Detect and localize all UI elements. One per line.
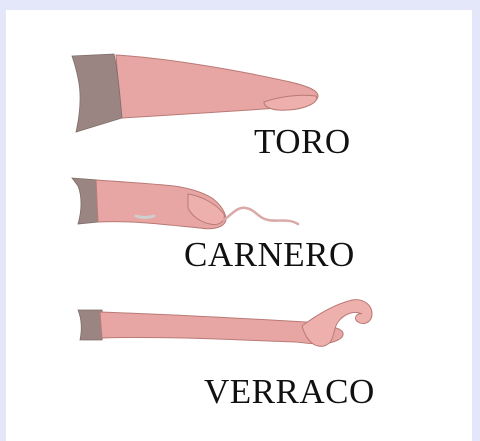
bull-base-tissue	[72, 54, 122, 132]
boar-penis-illustration	[78, 300, 372, 347]
label-verraco: VERRACO	[204, 374, 375, 409]
label-toro: TORO	[254, 124, 351, 159]
ram-urethral-process	[224, 208, 298, 224]
bull-penis-illustration	[72, 54, 318, 132]
label-carnero: CARNERO	[184, 237, 355, 272]
ram-underside-shadow	[136, 216, 154, 218]
figure-panel: TORO CARNERO VERRACO	[6, 10, 472, 441]
ram-penis-illustration	[72, 178, 298, 229]
boar-base-tissue	[78, 310, 104, 340]
